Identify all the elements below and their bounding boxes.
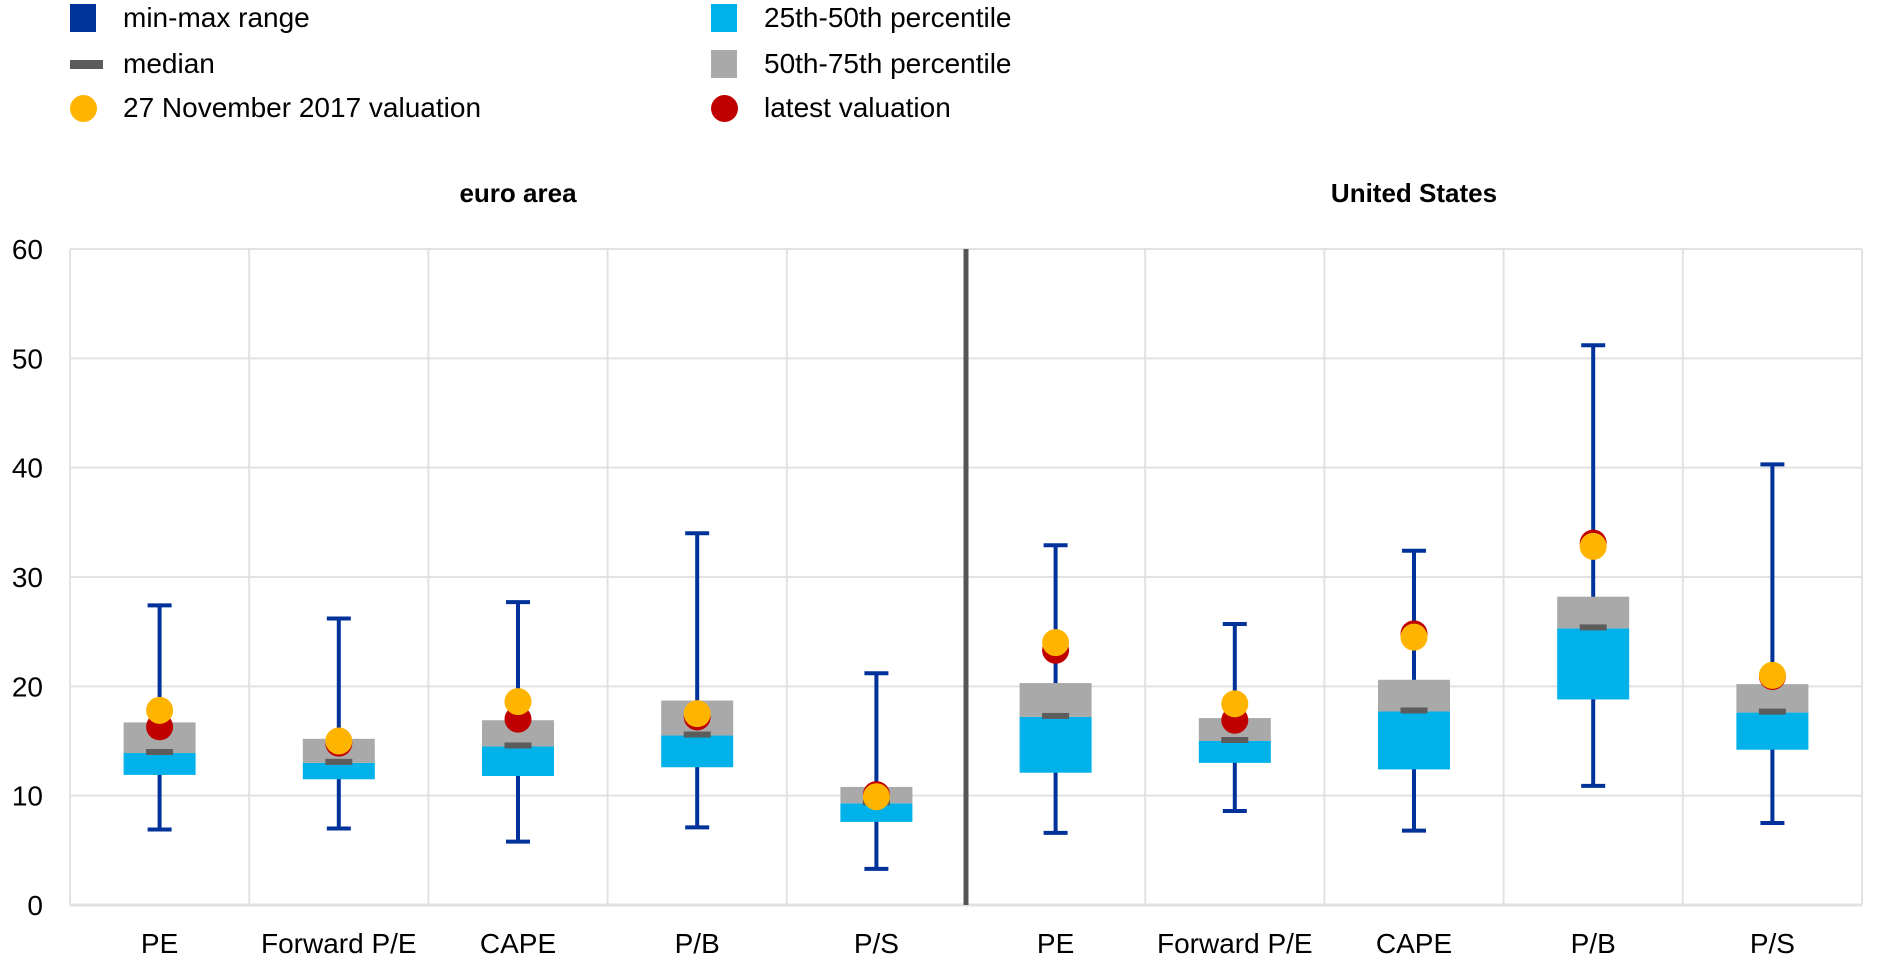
p50-75-swatch-icon (711, 50, 737, 78)
y-axis: 0 10 20 30 40 50 60 (12, 234, 43, 921)
box-euro-area-cape (482, 600, 554, 844)
box-united-states-pe (1019, 543, 1092, 835)
median-marker (325, 758, 353, 765)
latest-dot-icon (711, 95, 738, 122)
median-marker (1400, 707, 1428, 714)
nov-2017-valuation-dot (1579, 532, 1607, 560)
min-max-swatch-icon (70, 4, 96, 32)
nov-2017-valuation-dot (862, 783, 890, 811)
y-tick-label: 20 (12, 671, 43, 702)
median-marker (1221, 737, 1249, 743)
nov-2017-dot-icon (70, 95, 97, 122)
median-marker (1758, 708, 1786, 715)
nov-2017-valuation-dot (1758, 661, 1786, 689)
nov-2017-valuation-dot (146, 696, 174, 724)
median-marker (1579, 624, 1607, 631)
box-p25-50 (1378, 711, 1450, 770)
box-p25-50 (482, 746, 554, 776)
nov-2017-valuation-dot (683, 700, 711, 728)
nov-2017-valuation-dot (325, 727, 353, 755)
legend-label: min-max range (123, 2, 310, 33)
median-marker (1042, 712, 1070, 719)
nov-2017-valuation-dot (1221, 690, 1249, 718)
box-p25-50 (302, 762, 375, 780)
box-p50-75 (1557, 596, 1630, 629)
x-tick-label: P/S (1750, 928, 1795, 959)
legend-label: latest valuation (764, 92, 951, 123)
panel-title-euro-area: euro area (459, 178, 577, 208)
nov-2017-valuation-dot (1042, 629, 1070, 657)
median-marker (683, 731, 711, 738)
legend-label: 25th-50th percentile (764, 2, 1012, 33)
median-marker (146, 749, 174, 756)
box-p25-50 (123, 753, 196, 775)
box-united-states-cape (1378, 548, 1450, 833)
x-axis: PE Forward P/E CAPE P/B P/S PE Forward P/E CAPE… (141, 928, 1795, 959)
box-p50-75 (1378, 679, 1450, 712)
y-tick-label: 60 (12, 234, 43, 265)
box-p25-50 (1019, 716, 1092, 773)
legend-label: 27 November 2017 valuation (123, 92, 482, 123)
box-euro-area-pe (123, 603, 196, 832)
x-tick-label: P/B (1571, 928, 1616, 959)
box-united-states-p-b (1557, 343, 1630, 788)
nov-2017-valuation-dot (504, 688, 532, 716)
box-p25-50 (1736, 712, 1809, 750)
y-tick-label: 10 (12, 781, 43, 812)
nov-2017-valuation-dot (1400, 623, 1428, 651)
y-tick-label: 30 (12, 562, 43, 593)
x-tick-label: Forward P/E (1157, 928, 1313, 959)
x-tick-label: CAPE (1376, 928, 1452, 959)
y-tick-label: 0 (27, 890, 43, 921)
median-swatch-icon (70, 60, 103, 69)
plot-marks (123, 343, 1809, 871)
box-p25-50 (661, 735, 734, 768)
y-tick-label: 40 (12, 453, 43, 484)
y-tick-label: 50 (12, 343, 43, 374)
x-tick-label: CAPE (480, 928, 556, 959)
box-euro-area-forward-p-e (302, 616, 375, 831)
x-tick-label: PE (1037, 928, 1074, 959)
box-p25-50 (1198, 741, 1271, 763)
x-tick-label: P/S (854, 928, 899, 959)
median-marker (504, 742, 532, 749)
panel-title-united-states: United States (1330, 178, 1498, 208)
box-p25-50 (1557, 628, 1630, 700)
legend-label: 50th-75th percentile (764, 48, 1012, 79)
box-p25-50 (840, 803, 913, 822)
x-tick-label: P/B (675, 928, 720, 959)
box-united-states-p-s (1736, 462, 1809, 825)
grid (69, 248, 1863, 907)
x-tick-label: PE (141, 928, 178, 959)
box-euro-area-p-b (661, 531, 734, 830)
box-euro-area-p-s (840, 671, 913, 871)
box-p50-75 (1019, 683, 1092, 717)
box-united-states-forward-p-e (1198, 622, 1271, 813)
legend-label: median (123, 48, 215, 79)
x-tick-label: Forward P/E (261, 928, 417, 959)
p25-50-swatch-icon (711, 4, 737, 32)
